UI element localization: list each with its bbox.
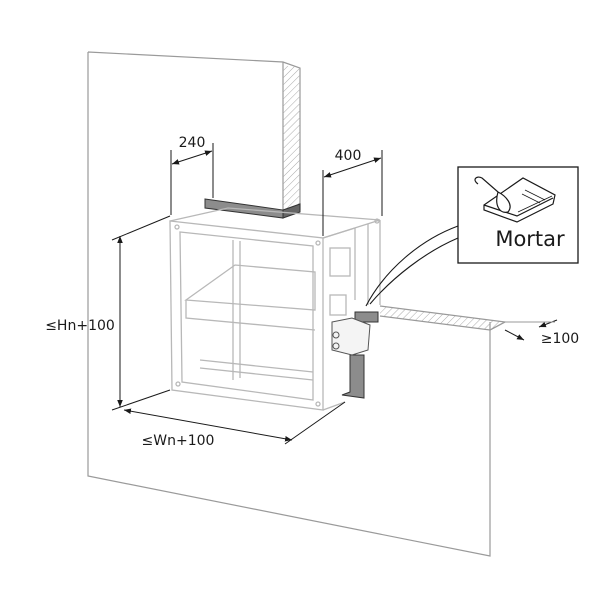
dimension-height: ≤Hn+100 xyxy=(45,318,115,334)
actuator-housing xyxy=(331,317,371,356)
dimension-400: 400 xyxy=(335,148,362,164)
wall xyxy=(87,51,507,557)
mortar-fill xyxy=(204,198,379,399)
dimension-240: 240 xyxy=(179,135,206,151)
mortar-callout: Mortar xyxy=(457,166,579,264)
callout-leader xyxy=(365,225,459,307)
dimension-width: ≤Wn+100 xyxy=(142,433,215,449)
mortar-bag-trowel-icon xyxy=(474,176,556,223)
mortar-label: Mortar xyxy=(495,227,565,251)
fire-damper xyxy=(169,207,381,411)
dimension-lines xyxy=(111,143,558,445)
dimension-clearance: ≥100 xyxy=(541,331,579,347)
